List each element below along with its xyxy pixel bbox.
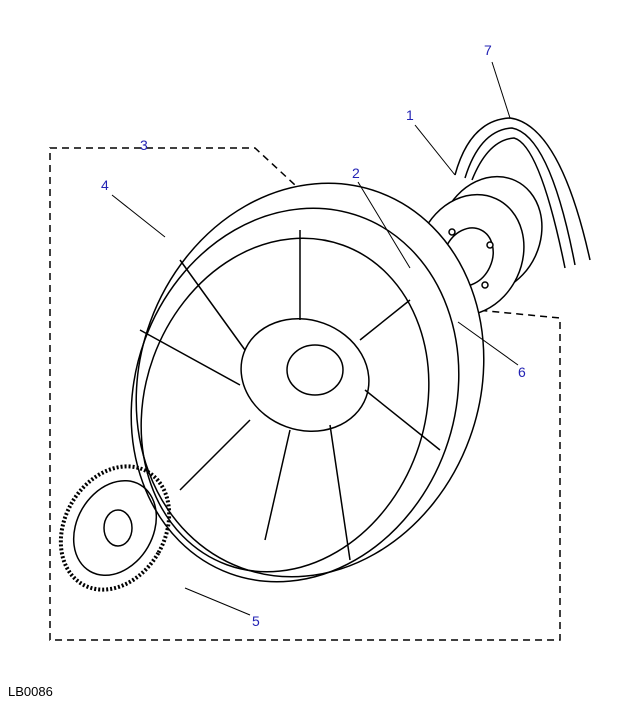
callout-4[interactable]: 4 bbox=[101, 177, 109, 193]
group-boundary bbox=[49, 147, 561, 641]
viscous-coupling bbox=[58, 464, 172, 592]
callout-5[interactable]: 5 bbox=[252, 613, 260, 629]
callout-1[interactable]: 1 bbox=[406, 107, 414, 123]
drive-belt bbox=[454, 117, 591, 269]
callout-6[interactable]: 6 bbox=[518, 364, 526, 380]
callout-7[interactable]: 7 bbox=[484, 42, 492, 58]
callout-2[interactable]: 2 bbox=[352, 165, 360, 181]
fan bbox=[130, 182, 485, 583]
diagram-reference: LB0086 bbox=[8, 684, 53, 699]
callout-3[interactable]: 3 bbox=[140, 137, 148, 153]
